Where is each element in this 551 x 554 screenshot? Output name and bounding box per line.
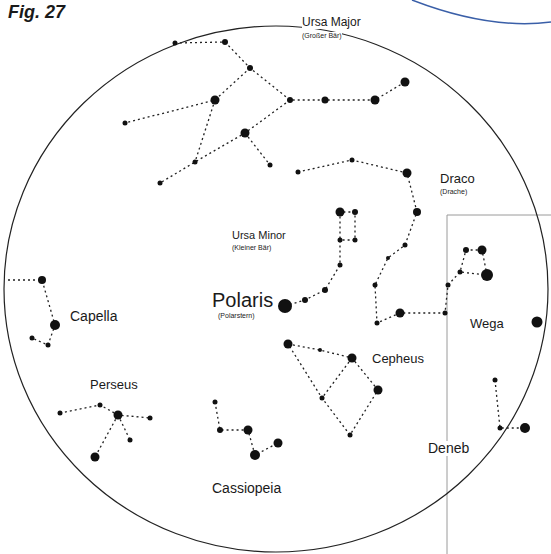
constellation-name: Cepheus: [372, 352, 424, 366]
stars: [30, 39, 543, 462]
constellation-lines: [8, 42, 525, 457]
star-name: Wega: [470, 317, 504, 331]
star-name: Deneb: [428, 441, 469, 456]
figure-title: Fig. 27: [8, 3, 65, 23]
sky-circle: [4, 26, 548, 552]
german-name: (Kleiner Bär): [232, 244, 271, 252]
constellation-name: Perseus: [90, 378, 138, 392]
constellation-name: Ursa Major: [302, 16, 361, 29]
german-name: (Großer Bär): [302, 32, 342, 40]
german-name: (Drache): [440, 188, 467, 196]
constellation-name: Cassiopeia: [212, 481, 281, 496]
frame-line: [447, 215, 551, 554]
constellation-name: Ursa Minor: [232, 229, 286, 241]
star-name: Capella: [70, 309, 117, 324]
german-name: (Polarstern): [218, 312, 255, 320]
frame-arc: [412, 0, 551, 24]
star-name: Polaris: [212, 289, 273, 311]
constellation-name: Draco: [440, 172, 475, 186]
